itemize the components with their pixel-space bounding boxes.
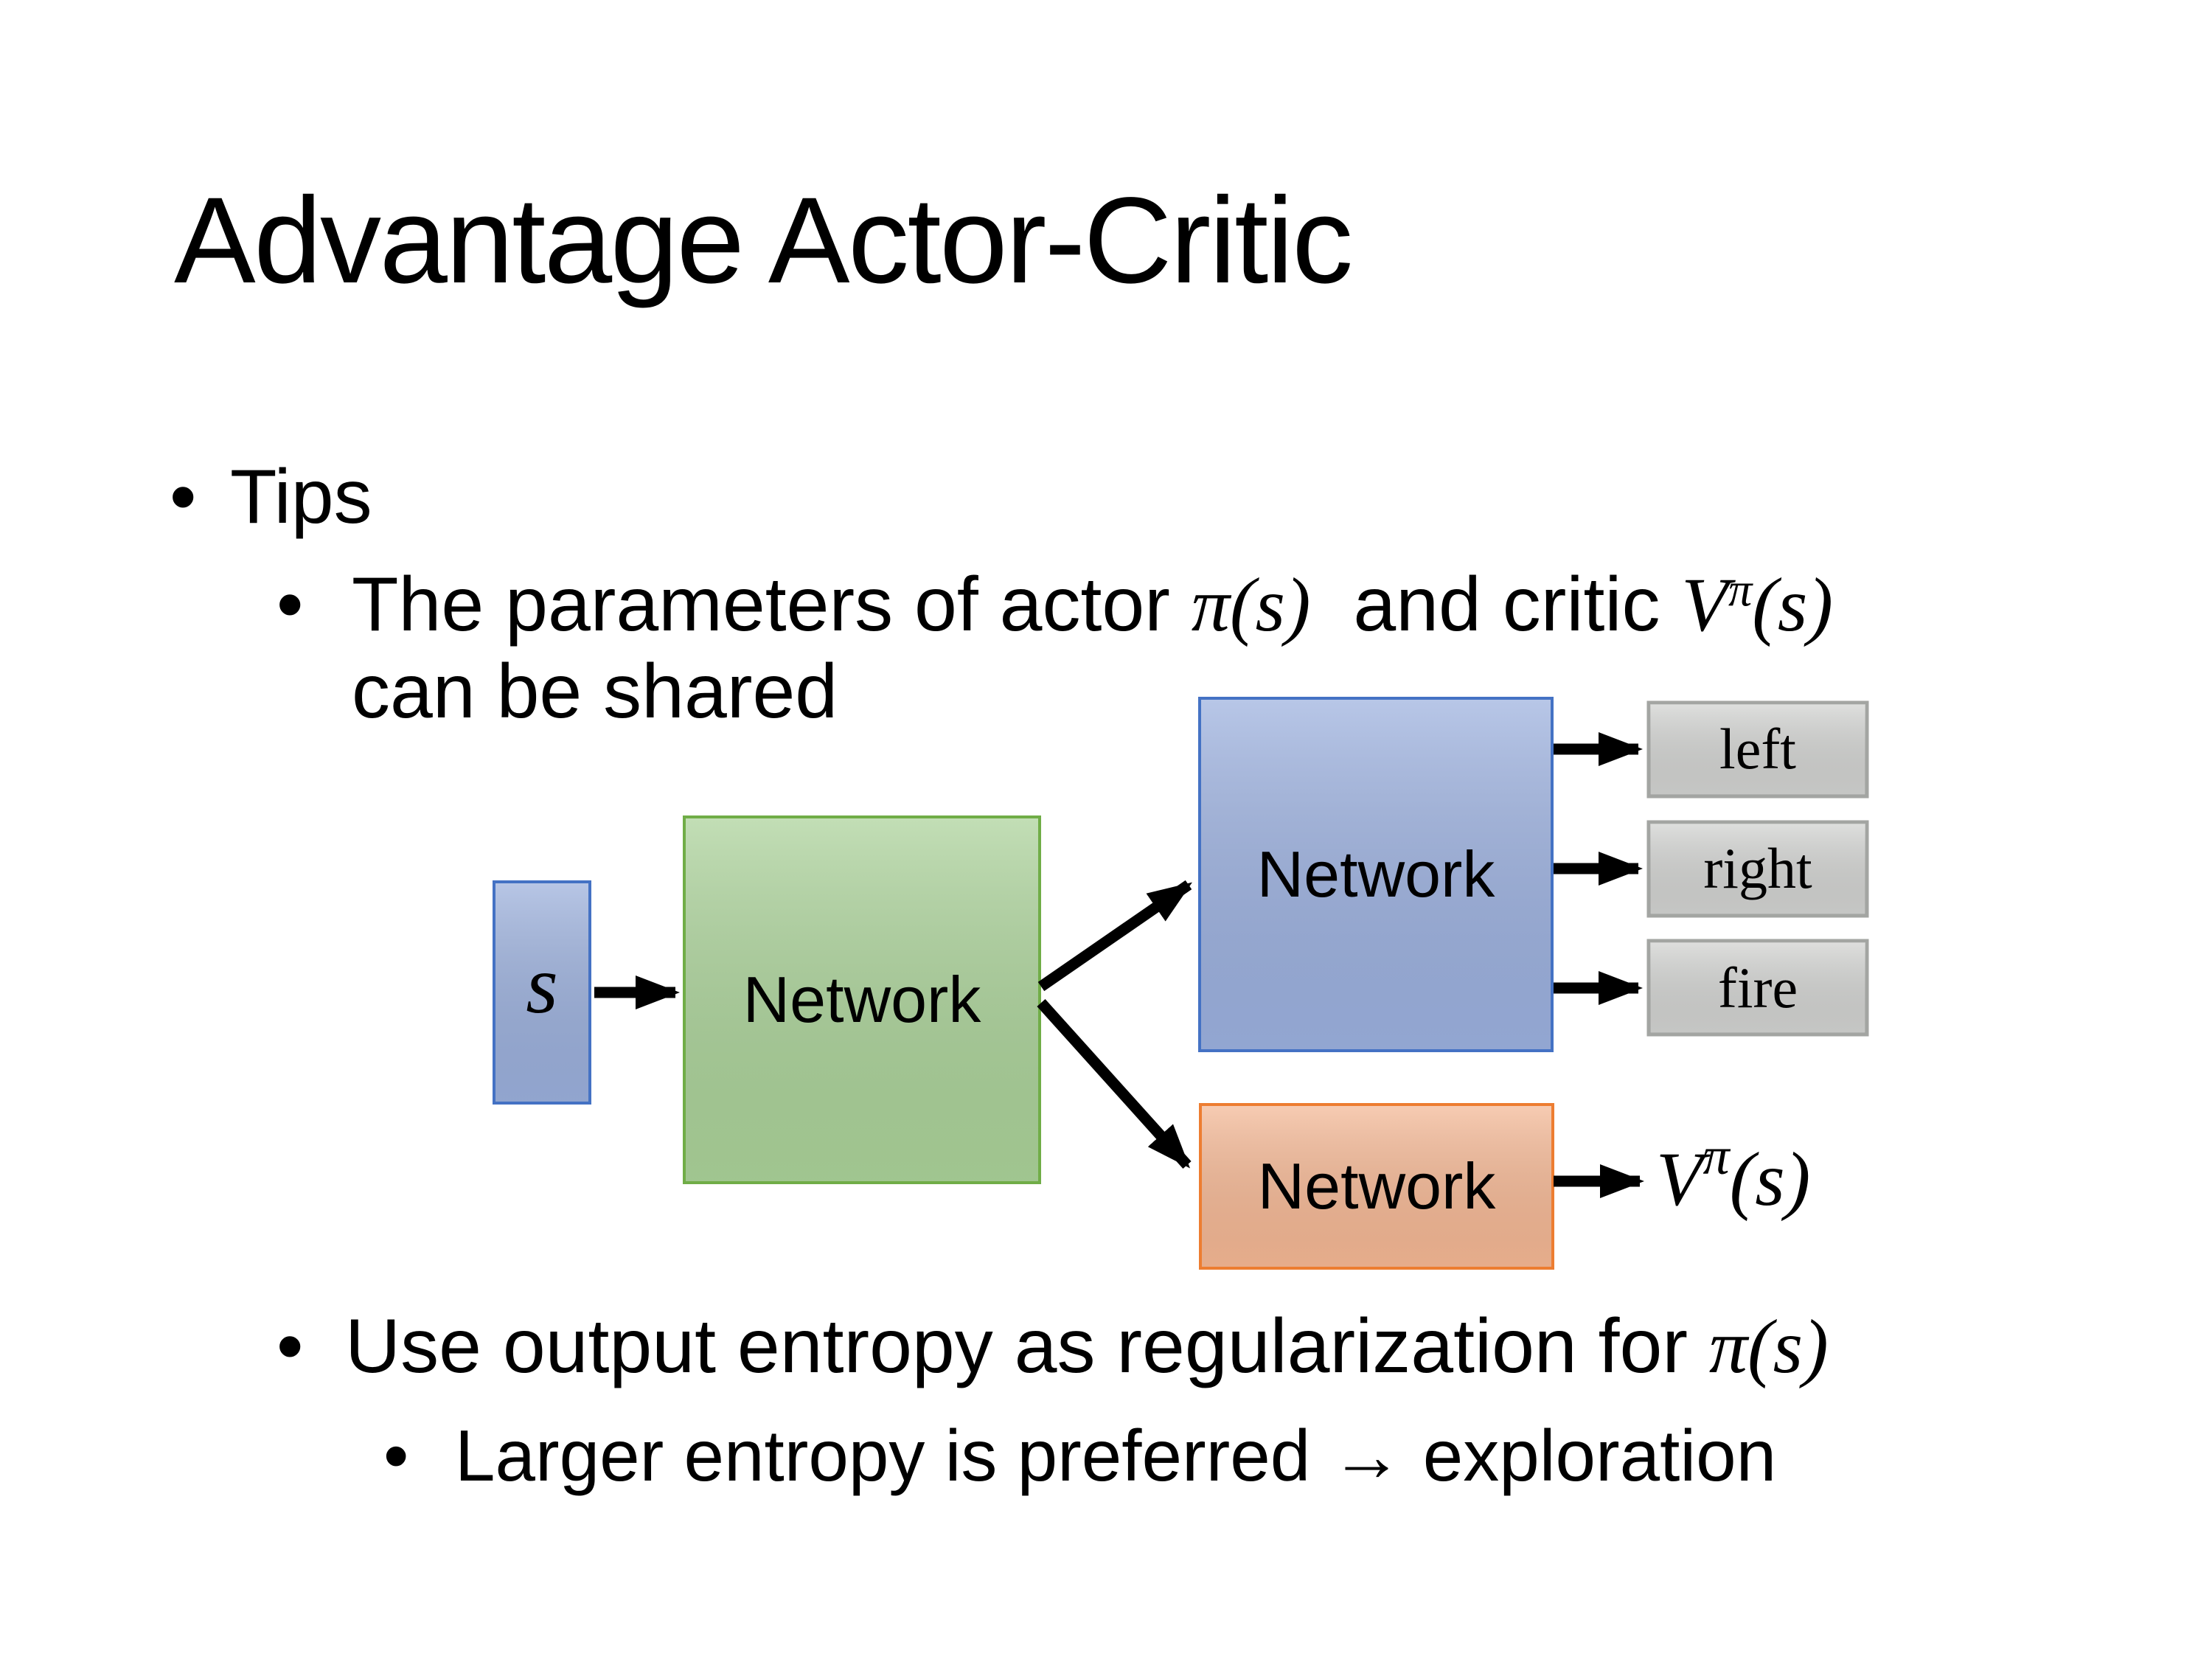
action-label-right: right — [1703, 836, 1812, 900]
tip-exploration: • Larger entropy is preferred → explorati… — [383, 1414, 1776, 1498]
math-critic-v-base: V — [1681, 563, 1728, 647]
value-base: V — [1656, 1137, 1711, 1222]
math-actor-pi-s: π(s) — [1191, 563, 1311, 647]
arrows — [594, 732, 1644, 1198]
arrow-shared-to-actor — [1037, 880, 1192, 992]
action-label-fire: fire — [1718, 956, 1798, 1020]
state-box-gloss — [495, 883, 588, 1102]
page-title: Advantage Actor-Critic — [174, 173, 1353, 309]
bullet-dot: • — [170, 454, 197, 540]
tip-entropy-pre: Use output entropy as regularization for — [345, 1304, 1709, 1389]
critic-network-box-gloss — [1202, 1106, 1551, 1267]
math-entropy-pi-s: π(s) — [1708, 1304, 1829, 1389]
tip-parameters-line2: can be shared — [352, 649, 838, 734]
shared-network-box-gloss — [686, 818, 1038, 1181]
tip-exploration-text: Larger entropy is preferred → exploratio… — [455, 1415, 1777, 1496]
bullet-dot: • — [276, 562, 304, 647]
value-label: Vπ(s) — [1656, 1127, 1810, 1222]
math-critic-v-arg: (s) — [1752, 563, 1833, 647]
actor-network-box-gloss — [1201, 700, 1551, 1049]
tip-parameters-pre: The parameters of actor — [352, 562, 1192, 647]
value-sup: π — [1703, 1127, 1731, 1186]
bullet-dot: • — [276, 1304, 304, 1389]
math-critic-v-sup: π — [1728, 563, 1753, 616]
action-label-left: left — [1719, 717, 1796, 781]
actor-network-label: Network — [1257, 838, 1496, 911]
critic-network-label: Network — [1258, 1150, 1497, 1222]
action-box-left-gloss — [1650, 704, 1865, 795]
tip-parameters-line1: • The parameters of actor π(s) and critic… — [276, 561, 1833, 649]
value-arg: (s) — [1730, 1137, 1811, 1222]
tip-entropy: • Use output entropy as regularization fo… — [276, 1303, 1829, 1391]
bullet-dot: • — [383, 1415, 409, 1496]
arrow-shared-to-critic — [1037, 998, 1192, 1169]
tip-parameters-mid: and critic — [1310, 562, 1682, 647]
tips-label: Tips — [230, 454, 372, 540]
bullet-tips: • Tips — [170, 453, 372, 541]
state-label: s — [526, 939, 558, 1031]
action-box-fire-gloss — [1650, 942, 1865, 1033]
action-box-right-gloss — [1650, 824, 1865, 914]
shared-network-label: Network — [743, 963, 982, 1036]
